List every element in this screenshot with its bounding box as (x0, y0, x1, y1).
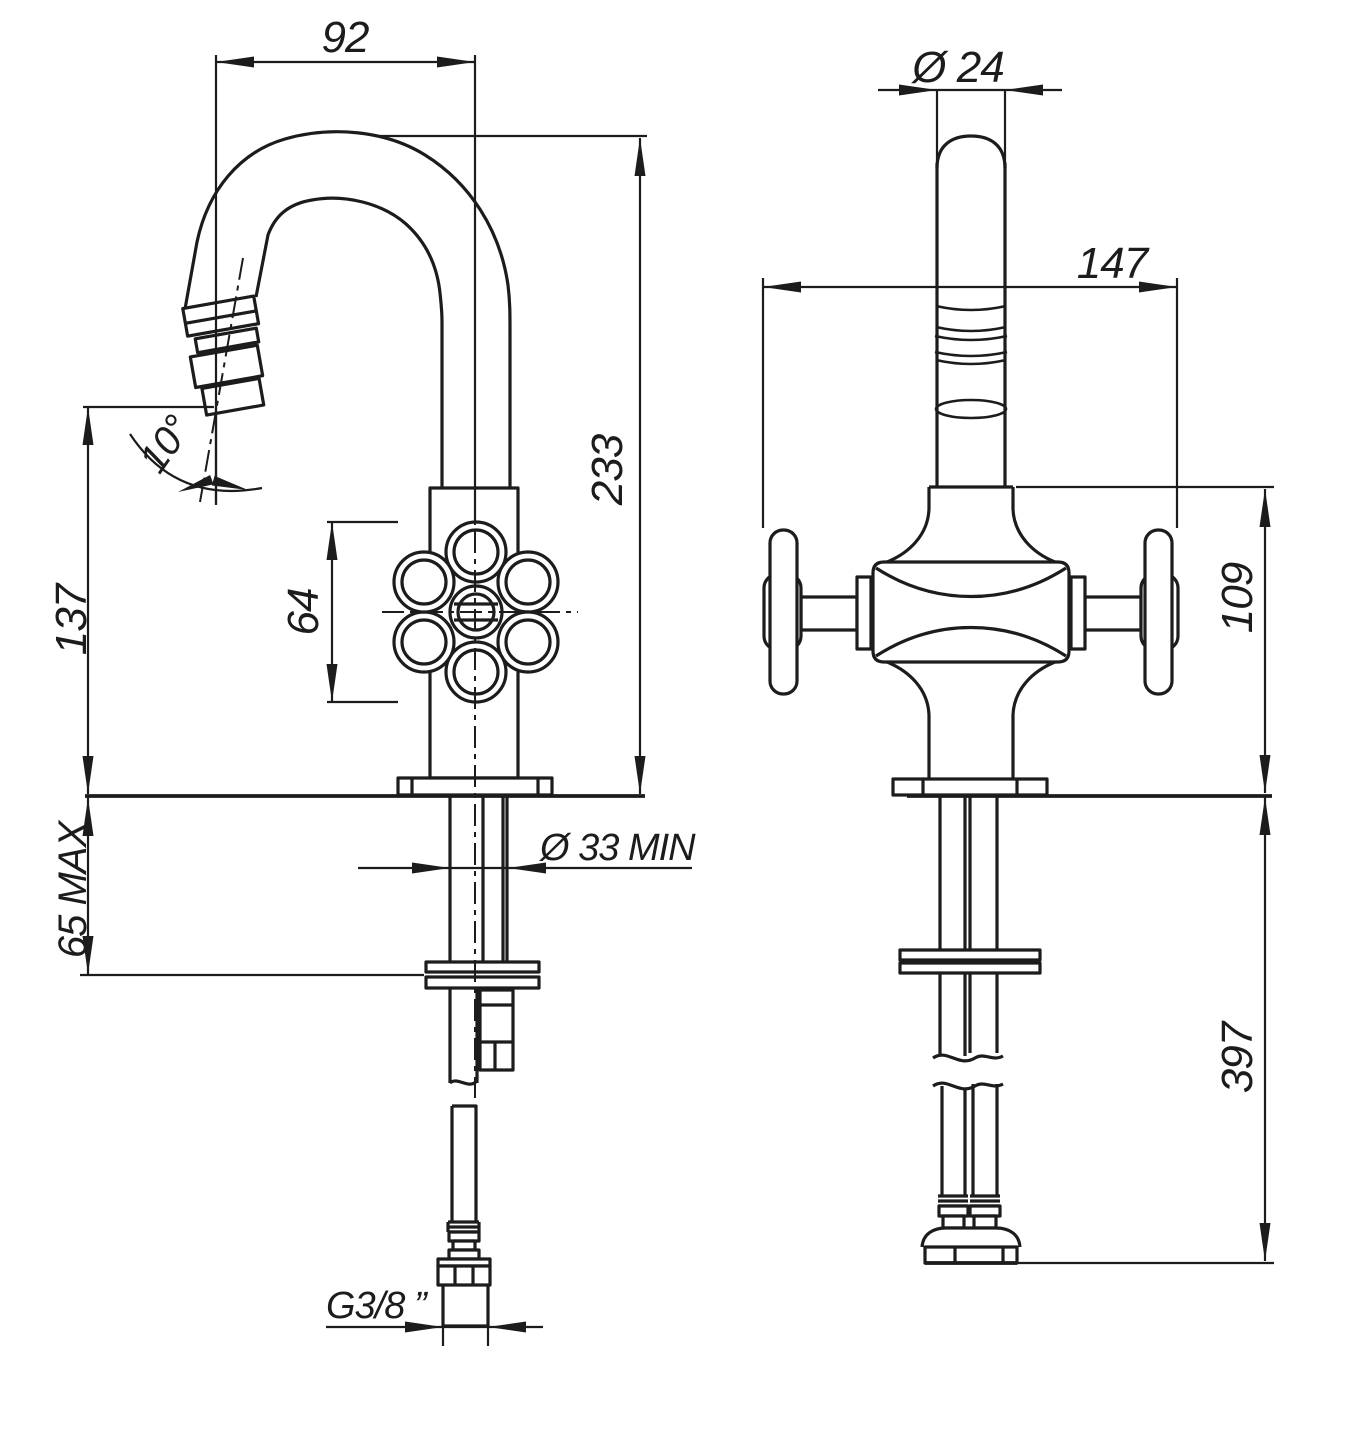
left-view-under-deck (424, 796, 541, 1328)
body-neck-top (886, 508, 1056, 564)
arrowhead (1139, 281, 1177, 293)
right-view-front (762, 134, 1272, 1265)
stem-collar-right (1069, 575, 1087, 651)
dim-supply-thread-g38: G3/8 ” (326, 1285, 543, 1346)
spout-outer-curve (183, 130, 512, 487)
dim-label-overall-width: 147 (1077, 239, 1150, 288)
arrowhead (82, 798, 94, 836)
dim-label-mounting-hole: Ø 33 MIN (538, 827, 696, 869)
front-view-under-deck (898, 796, 1042, 1265)
mounting-nut-front (898, 961, 1042, 975)
arrowhead (634, 138, 646, 176)
dim-label-total-height: 233 (583, 433, 632, 506)
dim-overall-width-147: 147 (761, 239, 1179, 528)
arrowhead (82, 407, 94, 445)
arrowhead (82, 936, 94, 974)
valve-stem-left (799, 595, 859, 632)
petal-inner-line (504, 618, 552, 666)
dim-label-spout-height: 137 (47, 582, 96, 655)
aerator-housing (188, 343, 265, 390)
connector-hex-nut (436, 1264, 492, 1287)
dim-hose-length-397: 397 (925, 797, 1274, 1265)
body-waist-curves (875, 566, 1067, 658)
dim-label-body-height: 109 (1213, 562, 1262, 633)
dim-spout-angle-10: 10° (129, 407, 263, 503)
dim-label-deck-max: 65 MAX (51, 820, 95, 959)
arrowhead (412, 862, 450, 874)
supply-tubes-lower (940, 1084, 999, 1196)
arrowhead (1259, 489, 1271, 527)
flexible-hose (450, 1104, 478, 1222)
aerator-assembly (181, 294, 266, 417)
arrowhead (1005, 84, 1043, 96)
spout-tip-centerline (199, 257, 244, 503)
hose-cone (941, 1214, 966, 1230)
dim-deck-max-65: 65 MAX (51, 797, 424, 977)
arrowhead (763, 281, 801, 293)
arrowhead (1259, 797, 1271, 835)
spout-swivel-rings (934, 304, 1008, 420)
arrowhead (634, 756, 646, 794)
arrowhead (899, 84, 937, 96)
arrowhead (437, 56, 475, 68)
base-flare (920, 1226, 1022, 1248)
arrowhead (82, 756, 94, 794)
dim-body-height-109: 109 (1016, 485, 1274, 793)
dim-handle-diameter-64: 64 (279, 520, 398, 704)
dim-mounting-hole-33: Ø 33 MIN (358, 827, 697, 874)
body-shoulder (927, 485, 1015, 509)
dim-label-spout-diameter: Ø 24 (910, 43, 1003, 92)
arrowhead (1259, 755, 1271, 793)
body-neck-bottom (886, 660, 1056, 779)
arrowhead (508, 862, 546, 874)
arrowhead (211, 475, 248, 490)
left-view-side (85, 130, 645, 1328)
arrowhead (405, 1321, 443, 1333)
spout-tube-front (935, 163, 1007, 487)
petal-inner-line (400, 618, 448, 666)
petal-inner-line (400, 558, 448, 606)
arrowhead (1259, 1223, 1271, 1261)
petal-inner-line (504, 558, 552, 606)
cross-handle-right (1143, 528, 1174, 696)
mounting-nut (424, 975, 541, 990)
thread-end-tube (441, 1285, 490, 1328)
dim-label-spout-angle: 10° (131, 408, 201, 481)
pipe-break-line (932, 1081, 1004, 1091)
spout-end-bead-line (185, 309, 257, 325)
hose-cone (972, 1214, 998, 1230)
dim-spout-height-137: 137 (47, 405, 214, 794)
hose-break-line (448, 1079, 479, 1086)
arrowhead (178, 474, 214, 492)
spout-tube-dome (935, 134, 1007, 169)
arrowhead (488, 1321, 526, 1333)
stem-collar-left (855, 575, 873, 651)
dim-label-supply-thread: G3/8 ” (326, 1285, 429, 1327)
dim-spout-reach-92: 92 (214, 13, 477, 520)
supply-tubes-upper (938, 796, 999, 1056)
mounting-washer (424, 960, 541, 974)
arrowhead (216, 56, 254, 68)
valve-stem-right (1083, 595, 1143, 632)
dim-label-handle-diameter: 64 (279, 589, 328, 636)
spout-inner-curve (254, 196, 444, 487)
dim-label-spout-reach: 92 (322, 13, 369, 62)
dim-label-hose-length: 397 (1213, 1020, 1262, 1093)
flower-handle (392, 520, 560, 704)
mounting-washer-front (898, 948, 1042, 962)
dim-total-height-233: 233 (377, 134, 647, 794)
valve-body (871, 560, 1071, 664)
cross-handle-left (768, 528, 799, 696)
aerator-tip (200, 376, 266, 417)
arrowhead (326, 664, 338, 702)
mounting-flange-front-view (891, 777, 1049, 797)
dimensions: 92 233 137 65 MAX 64 (47, 13, 1274, 1346)
pipe-break-line (932, 1053, 1004, 1063)
dim-spout-diameter-24: Ø 24 (878, 43, 1062, 163)
arrowhead (326, 522, 338, 560)
